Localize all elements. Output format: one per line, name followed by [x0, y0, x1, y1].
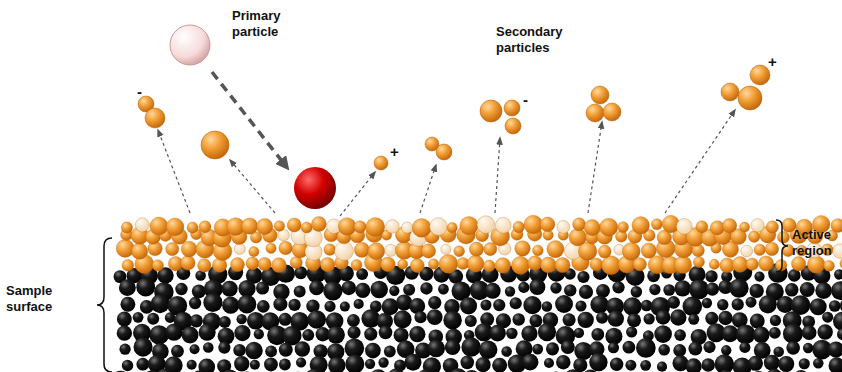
active-layer — [116, 215, 842, 274]
active-bracket — [776, 220, 788, 272]
primary-label: Primary particle — [232, 8, 312, 39]
impact-particle — [294, 167, 336, 209]
charge-sign: - — [137, 84, 149, 99]
secondary-label: Secondary particles — [496, 24, 586, 55]
charge-sign: + — [390, 144, 402, 159]
secondary-particles — [138, 65, 770, 170]
sample-label: Sample surface — [6, 283, 92, 314]
primary-arrow — [212, 72, 285, 165]
sample-bulk — [111, 262, 842, 372]
active-label: Active region — [792, 227, 840, 258]
secondary-arrows — [158, 110, 735, 216]
sample-bracket — [97, 238, 112, 372]
charge-sign: + — [768, 54, 780, 69]
primary-particle — [170, 25, 210, 65]
charge-sign: - — [523, 92, 535, 107]
